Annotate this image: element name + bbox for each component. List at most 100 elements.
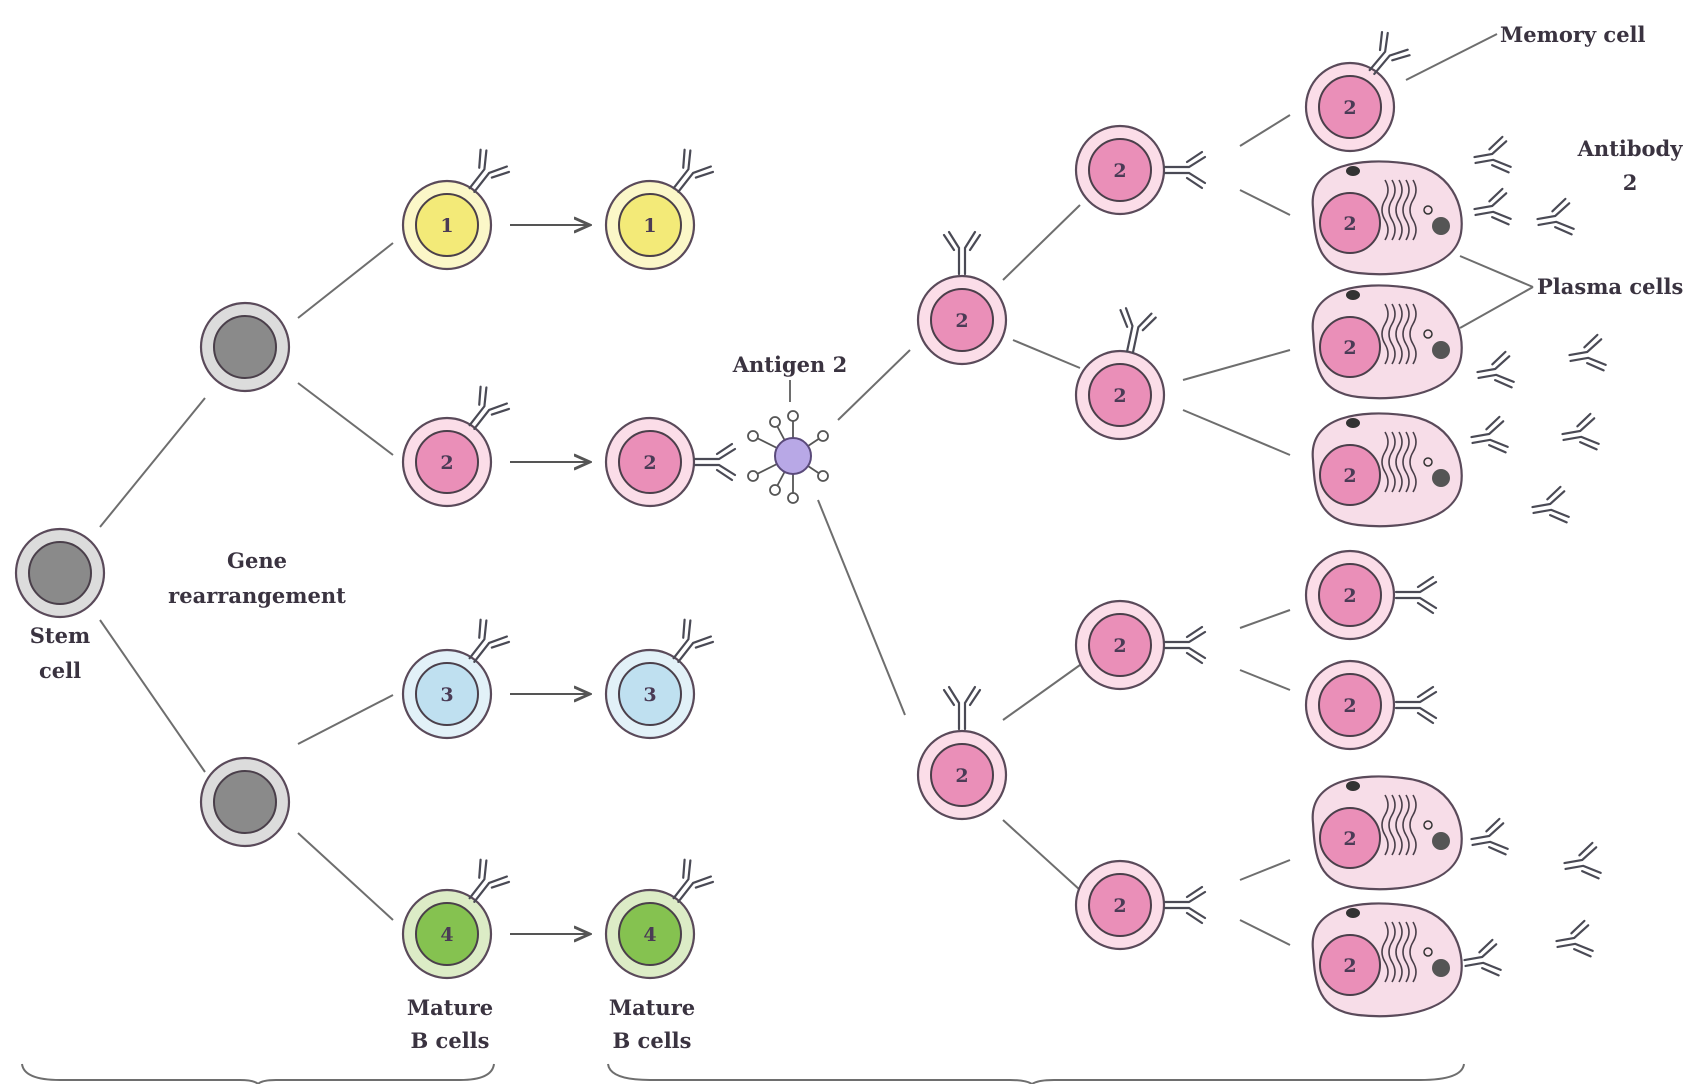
progenitor-cell-bottom [199,756,291,848]
gene-rearrangement-label-line1: Gene [227,548,287,573]
connector-line [1012,339,1081,369]
activated-b-cell-upper: 2 [916,274,1008,366]
connector-line [1239,114,1291,147]
bcr-antibody-icon [1119,307,1157,354]
free-antibody-icon [1536,197,1575,236]
bcr-antibody-icon [468,858,511,903]
stem-cell [14,527,106,619]
plasma-pointer-top [1459,255,1534,288]
cell-number: 2 [1343,955,1356,977]
bcr-antibody-icon [942,685,982,731]
connector-line [99,619,206,773]
cell-number: 2 [440,452,453,474]
mature-b-cell-2: 2 [604,416,696,508]
cell-number: 2 [1113,635,1126,657]
plasma-cell-3: 2 [1311,412,1463,528]
daughter-cell-4: 2 [1074,859,1166,951]
connector-line [1239,919,1291,946]
brace-left [21,1063,495,1084]
bcr-antibody-icon [1163,885,1207,925]
cells-layer: 1 2 3 4 1 2 3 4 2 2 2 2 2 2 2 2 2 2 2 2 2 2 [14,61,1463,1018]
cell-number: 3 [643,684,656,706]
connector-line [99,397,206,528]
bcr-antibody-icon [672,148,715,193]
connector-line [1239,669,1291,691]
connector-line [297,382,394,456]
free-antibody-icon [1563,841,1602,880]
connector-line [297,242,394,319]
gene-rearrangement-label-line2: rearrangement [168,583,346,608]
connector-line [817,499,906,716]
label-pointers [789,33,1534,402]
free-antibody-icon [1463,938,1502,977]
cell-number: 2 [955,310,968,332]
antibody-label-line1: Antibody [1577,136,1684,161]
stem-cell-label-line1: Stem [30,623,90,648]
bcr-antibody-icon [1394,685,1438,725]
bcr-antibody-icon [672,618,715,663]
cell-number: 2 [1343,695,1356,717]
plasma-cell-4: 2 [1311,775,1463,891]
free-antibody-icon [1561,412,1600,451]
memory-cell-3: 2 [1304,659,1396,751]
cell-number: 4 [440,924,453,946]
plasma-cell-5: 2 [1311,902,1463,1018]
free-antibody-icon [1470,415,1509,454]
antibody-label-line2: 2 [1623,170,1638,195]
cell-number: 2 [1343,465,1356,487]
bcr-antibody-icon [1394,575,1438,615]
cell-number: 2 [1343,97,1356,119]
free-antibody-icon [1531,485,1570,524]
bcr-antibody-icon [1163,625,1207,665]
connector-line [1239,859,1291,881]
mature-b-cells-label-2-line1: Mature [609,995,695,1020]
plasma-cells-label: Plasma cells [1537,274,1683,299]
daughter-cell-1: 2 [1074,124,1166,216]
bcr-antibody-icon [693,442,737,482]
bcr-antibody-icon [942,230,982,276]
cell-number: 2 [1343,828,1356,850]
b-cell-4: 4 [401,888,493,980]
mature-b-cell-3: 3 [604,648,696,740]
cell-number: 2 [1113,385,1126,407]
cell-number: 2 [1343,213,1356,235]
mature-b-cell-4: 4 [604,888,696,980]
b-cell-1: 1 [401,179,493,271]
free-antibody-icon [1473,135,1512,174]
cell-number: 2 [1113,895,1126,917]
plasma-cell-1: 2 [1311,160,1463,276]
free-antibody-icon [1555,919,1594,958]
stem-cell-label-line2: cell [39,658,81,683]
cell-number: 2 [643,452,656,474]
daughter-cell-2: 2 [1074,349,1166,441]
plasma-cell-2: 2 [1311,284,1463,400]
free-antibody-icon [1476,350,1515,389]
daughter-cell-3: 2 [1074,599,1166,691]
connector-line [297,832,394,921]
cell-number: 3 [440,684,453,706]
antibodies-layer [468,30,1607,977]
bcr-antibody-icon [672,858,715,903]
connector-line [837,349,911,421]
memory-cell-pointer [1405,33,1498,81]
progenitor-cell-top [199,301,291,393]
bcr-antibody-icon [1368,30,1411,76]
bcr-antibody-icon [468,385,511,430]
memory-cell: 2 [1304,61,1396,153]
cell-number: 1 [643,215,656,237]
activated-b-cell-lower: 2 [916,729,1008,821]
connector-line [1182,349,1291,381]
memory-cell-label: Memory cell [1500,22,1646,47]
b-cell-3: 3 [401,648,493,740]
connector-lines [99,114,1291,946]
cell-number: 4 [643,924,656,946]
connector-line [1239,609,1291,629]
cell-number: 2 [955,765,968,787]
bcr-antibody-icon [468,618,511,663]
memory-cell-2: 2 [1304,549,1396,641]
mature-b-cell-1: 1 [604,179,696,271]
bcr-antibody-icon [1163,150,1207,190]
connector-line [1002,204,1081,281]
brace-right [607,1063,1465,1084]
